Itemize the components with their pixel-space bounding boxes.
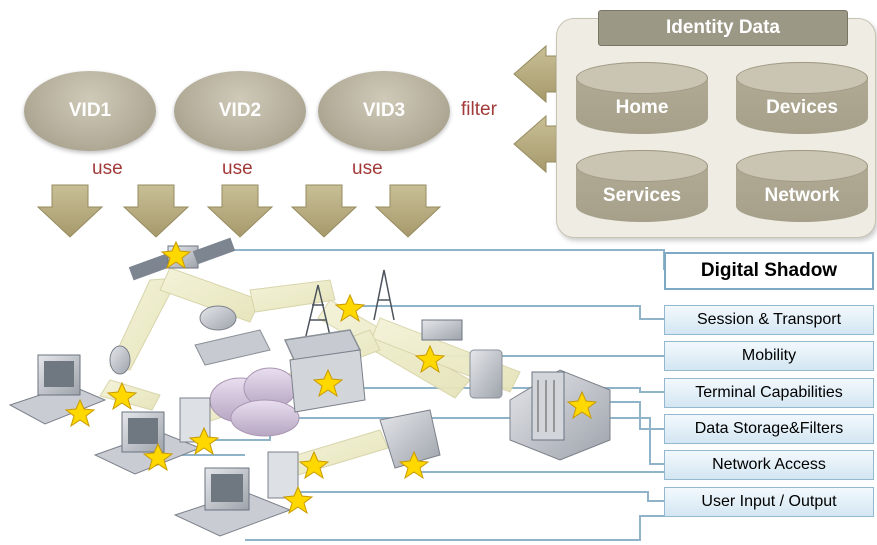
down-arrows [36,184,442,238]
star-icon [566,390,598,420]
star-icon [312,368,344,398]
down-arrow-icon [36,184,104,238]
dish-antenna-icon [194,305,271,366]
computer-terminal-icon [93,397,211,475]
network-switch-icon [379,409,441,469]
store-network: Network [736,150,868,222]
down-arrow-icon [290,184,358,238]
shadow-item-session-transport: Session & Transport [664,305,874,335]
star-icon [414,344,446,374]
use-label-3: use [352,158,383,179]
vid-label: VID3 [362,100,406,121]
relay-station-icon [421,319,503,399]
use-label-2: use [222,158,253,179]
computer-terminal-icon [173,451,299,537]
vid-label: VID2 [218,100,262,121]
shadow-item-data-storage-filters: Data Storage&Filters [664,414,874,444]
down-arrow-icon [206,184,274,238]
shadow-item-mobility: Mobility [664,341,874,371]
star-icon [188,426,220,456]
store-label: Services [602,185,682,206]
star-icon [142,442,174,472]
vid-ellipse-2: VID2 [174,71,306,151]
computer-terminal-icon [8,354,107,425]
store-devices: Devices [736,62,868,134]
digital-shadow-title: Digital Shadow [664,252,874,290]
down-arrow-icon [122,184,190,238]
vid-label: VID1 [68,100,112,121]
identity-data-title: Identity Data [598,10,848,46]
star-icon [298,450,330,480]
shadow-item-user-input-output: User Input / Output [664,487,874,517]
star-icon [282,485,314,515]
star-icon [64,398,96,428]
use-label-1: use [92,158,123,179]
server-rack-icon [509,369,611,461]
down-arrow-icon [374,184,442,238]
filter-label: filter [461,99,497,120]
star-icon [398,450,430,480]
store-label: Home [615,97,669,118]
star-markers [64,240,598,515]
shadow-item-terminal-capabilities: Terminal Capabilities [664,378,874,408]
radio-tower-icon [373,269,395,321]
star-icon [160,240,192,270]
store-label: Network [764,185,840,206]
vid-ellipse-1: VID1 [24,71,156,151]
shadow-item-network-access: Network Access [664,450,874,480]
store-home: Home [576,62,708,134]
dish-antenna-icon [109,345,131,375]
vid-ellipse-3: VID3 [318,71,450,151]
star-icon [106,381,138,411]
store-services: Services [576,150,708,222]
star-icon [334,293,366,323]
cloud-icon [209,367,300,437]
store-label: Devices [766,97,838,118]
